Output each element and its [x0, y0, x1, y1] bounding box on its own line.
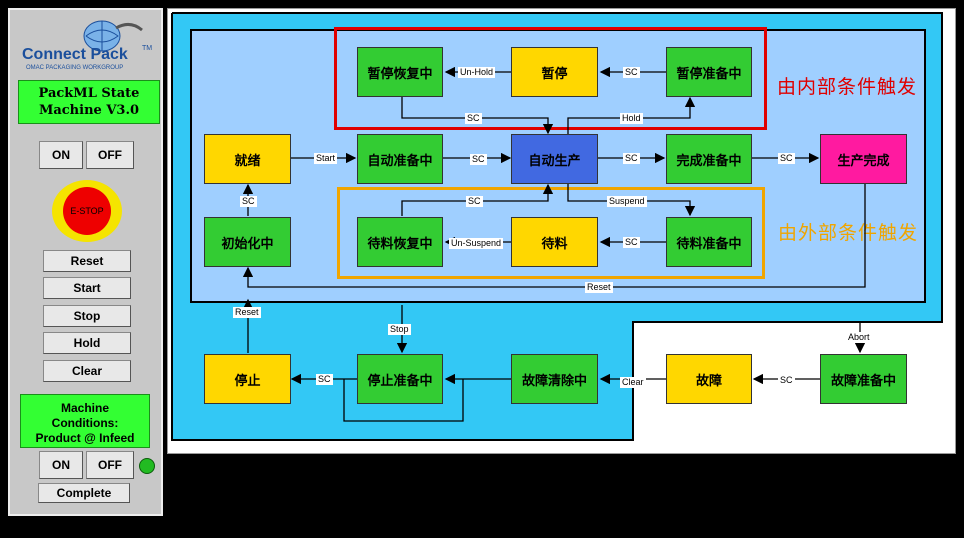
transition-sc-wait: SC: [623, 237, 640, 248]
transition-reset: Reset: [233, 307, 261, 318]
transition-unsuspend: Un-Suspend: [449, 238, 504, 249]
state-paused[interactable]: 暂停: [511, 47, 598, 97]
transition-suspend: Suspend: [607, 196, 647, 207]
transition-sc-init: SC: [240, 196, 257, 207]
transition-sc-completed: SC: [778, 153, 795, 164]
state-init[interactable]: 初始化中: [204, 217, 291, 267]
state-stop-prep[interactable]: 停止准备中: [357, 354, 443, 404]
state-wait-prep[interactable]: 待料准备中: [666, 217, 752, 267]
logo-subtitle: OMAC PACKAGING WORKGROUP: [26, 65, 123, 71]
state-fault-clear[interactable]: 故障清除中: [511, 354, 598, 404]
transition-sc-auto: SC: [470, 154, 487, 165]
stop-button[interactable]: Stop: [43, 305, 131, 327]
logo-graphic: Connect Pack TM OMAC PACKAGING WORKGROUP: [22, 20, 152, 71]
transition-sc-complete: SC: [623, 153, 640, 164]
logo-text: Connect Pack: [22, 46, 128, 63]
estop-label: E-STOP: [63, 187, 111, 235]
condition-on-button[interactable]: ON: [39, 451, 83, 479]
app-title-line1: PackML State: [38, 86, 140, 101]
app-title-line2: Machine V3.0: [38, 103, 140, 118]
external-trigger-annotation: 由外部条件触发: [778, 222, 919, 244]
transition-sc-stopped: SC: [316, 374, 333, 385]
start-button[interactable]: Start: [43, 277, 131, 299]
complete-button[interactable]: Complete: [38, 483, 130, 503]
transition-reset-completed: Reset: [585, 282, 613, 293]
transition-sc-resume: SC: [465, 113, 482, 124]
transition-clear: Clear: [620, 377, 646, 388]
conditions-line2: Conditions:: [51, 416, 119, 430]
state-complete-prep[interactable]: 完成准备中: [666, 134, 752, 184]
state-stopped[interactable]: 停止: [204, 354, 291, 404]
transition-sc-pause: SC: [623, 67, 640, 78]
transition-stop: Stop: [388, 324, 411, 335]
state-pause-resume[interactable]: 暂停恢复中: [357, 47, 443, 97]
condition-off-button[interactable]: OFF: [86, 451, 134, 479]
estop-button[interactable]: E-STOP: [52, 180, 122, 242]
conditions-line1: Machine: [60, 401, 109, 415]
hold-button[interactable]: Hold: [43, 332, 131, 354]
status-message: The machine has 'COMPLETED' its executio…: [258, 463, 923, 477]
reset-button[interactable]: Reset: [43, 250, 131, 272]
transition-hold: Hold: [620, 113, 643, 124]
machine-conditions-label: Machine Conditions: Product @ Infeed: [20, 394, 150, 448]
clear-button[interactable]: Clear: [43, 360, 131, 382]
state-auto-run[interactable]: 自动生产: [511, 134, 598, 184]
state-waiting[interactable]: 待料: [511, 217, 598, 267]
status-lamp-icon: [139, 458, 155, 474]
state-pause-prep[interactable]: 暂停准备中: [666, 47, 752, 97]
transition-unhold: Un-Hold: [458, 67, 496, 78]
state-fault-prep[interactable]: 故障准备中: [820, 354, 907, 404]
app-title: PackML State Machine V3.0: [18, 80, 160, 124]
transition-sc-fault: SC: [778, 375, 795, 386]
state-completed[interactable]: 生产完成: [820, 134, 907, 184]
logo-tm: TM: [142, 45, 152, 52]
state-wait-resume[interactable]: 待料恢复中: [357, 217, 443, 267]
on-button[interactable]: ON: [39, 141, 83, 169]
off-button[interactable]: OFF: [86, 141, 134, 169]
conditions-line3: Product @ Infeed: [35, 431, 135, 445]
transition-start: Start: [314, 153, 338, 164]
state-ready[interactable]: 就绪: [204, 134, 291, 184]
state-fault[interactable]: 故障: [666, 354, 752, 404]
connectpack-logo: Connect Pack TM OMAC PACKAGING WORKGROUP: [20, 14, 155, 76]
state-auto-prep[interactable]: 自动准备中: [357, 134, 443, 184]
internal-trigger-annotation: 由内部条件触发: [777, 76, 918, 98]
transition-sc-wait-resume: SC: [466, 196, 483, 207]
transition-abort: Abort: [846, 332, 872, 343]
